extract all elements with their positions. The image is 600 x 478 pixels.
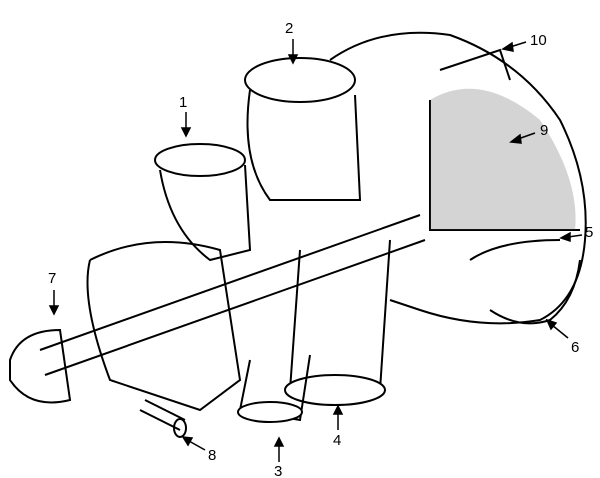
label-1: 1 xyxy=(179,94,188,111)
label-2: 2 xyxy=(285,20,294,37)
label-10: 10 xyxy=(530,32,547,49)
label-8: 8 xyxy=(208,447,217,464)
label-3: 3 xyxy=(274,463,283,478)
label-4: 4 xyxy=(333,432,342,449)
turbine-outline xyxy=(9,31,587,438)
label-6: 6 xyxy=(571,339,580,356)
label-5: 5 xyxy=(585,224,594,241)
label-9: 9 xyxy=(540,122,549,139)
label-7: 7 xyxy=(48,270,57,287)
label-arrows xyxy=(48,39,583,462)
tube-bank-shading xyxy=(430,88,576,230)
